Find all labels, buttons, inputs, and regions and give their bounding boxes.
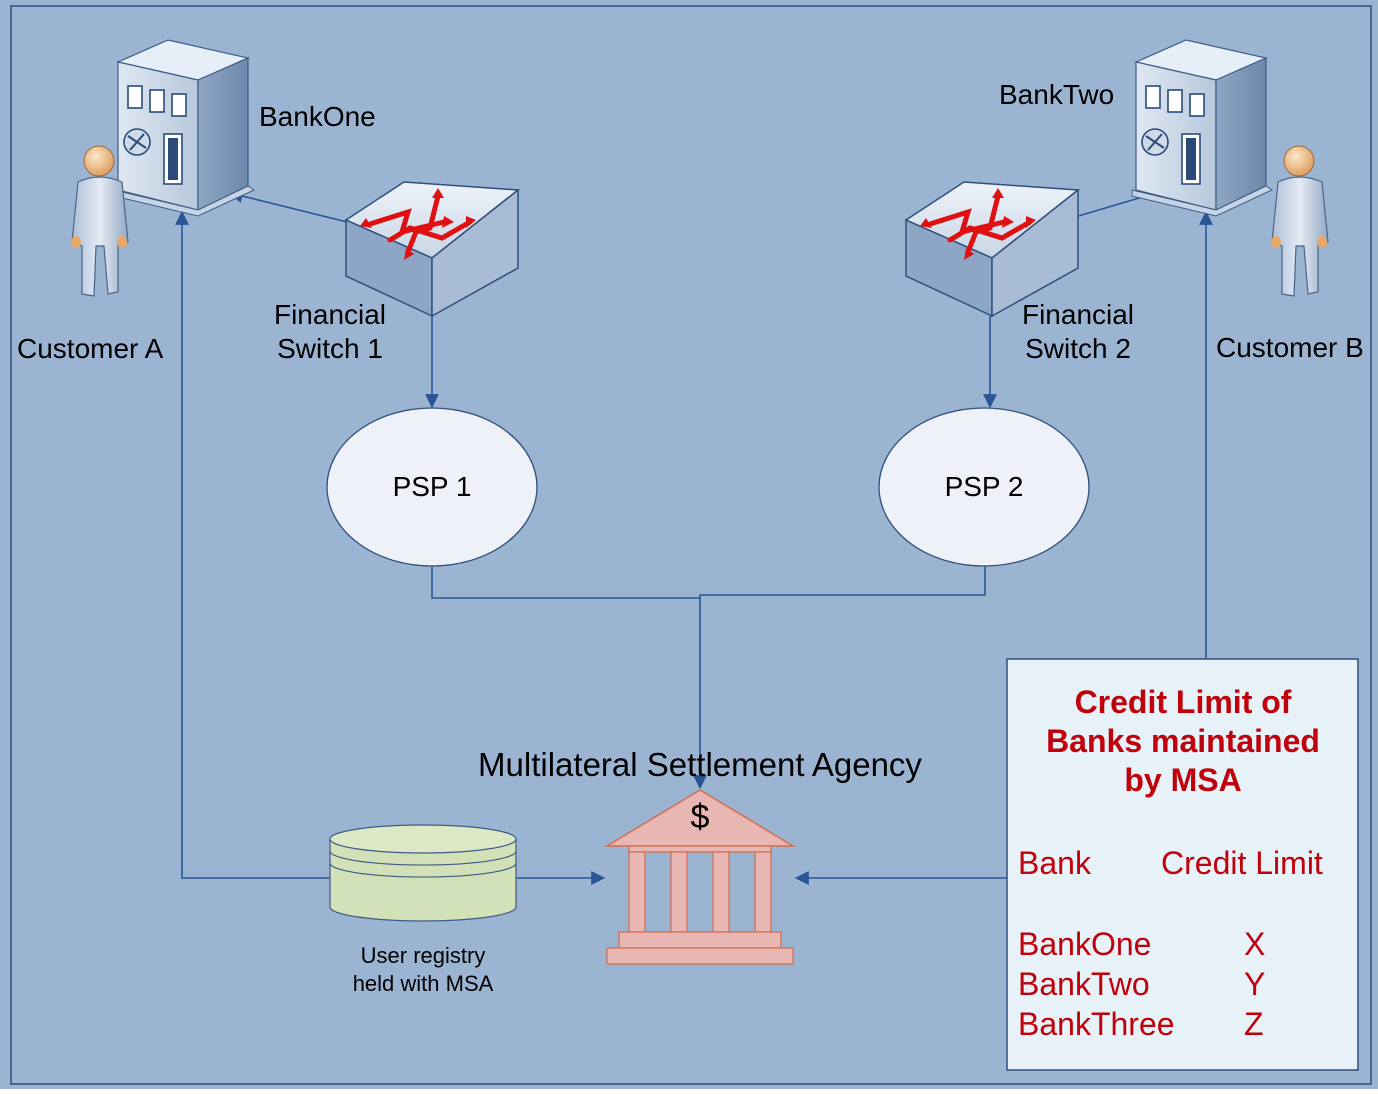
switch1-label-line1: Financial (274, 299, 386, 330)
connectors (175, 181, 1213, 885)
customer-b-label: Customer B (1216, 332, 1364, 363)
registry-to-bankone-arrow (175, 210, 330, 879)
switch2-label-line1: Financial (1022, 299, 1134, 330)
credit-col-limit: Credit Limit (1161, 845, 1323, 881)
network-switch-icon (904, 181, 1080, 318)
psp2-label: PSP 2 (945, 471, 1024, 502)
credit-row-limit: Z (1244, 1006, 1264, 1042)
psp2-node (878, 407, 1090, 567)
credit-limit-panel (1006, 658, 1359, 1071)
msa-label: Multilateral Settlement Agency (478, 746, 922, 783)
credit-row-limit: Y (1244, 966, 1265, 1002)
person-icon (1271, 145, 1329, 297)
psp1-label: PSP 1 (393, 471, 472, 502)
bank-building-icon (1131, 39, 1274, 217)
database-icon (329, 824, 517, 922)
msa-dollar-symbol: $ (691, 798, 710, 836)
credit-row-bank: BankTwo (1018, 966, 1150, 1002)
person-icon (71, 145, 129, 297)
psp1-to-junction-line (431, 566, 700, 599)
switch1-to-bankone-arrow (228, 189, 348, 223)
bank-building-icon (113, 39, 256, 217)
credit-title-line1: Credit Limit of (1075, 684, 1292, 720)
psp2-to-msa-arrow (693, 566, 986, 790)
switch2-label-line2: Switch 2 (1025, 333, 1131, 364)
bank-columns-icon (604, 789, 796, 965)
credit-row-bank: BankThree (1018, 1006, 1175, 1042)
diagram-border (10, 5, 1372, 1085)
switch1-label-line2: Switch 1 (277, 333, 383, 364)
network-switch-icon (344, 181, 520, 318)
registry-label-line2: held with MSA (353, 971, 494, 996)
credit-title-line3: by MSA (1124, 762, 1241, 798)
credit-col-bank: Bank (1018, 845, 1092, 881)
customer-a-label: Customer A (17, 333, 164, 364)
bank-two-label: BankTwo (999, 79, 1114, 110)
psp1-node (326, 407, 538, 567)
registry-label-line1: User registry (361, 943, 486, 968)
bank-one-label: BankOne (259, 101, 376, 132)
credit-row-bank: BankOne (1018, 926, 1151, 962)
credit-row-limit: X (1244, 926, 1265, 962)
credit-title-line2: Banks maintained (1046, 723, 1320, 759)
